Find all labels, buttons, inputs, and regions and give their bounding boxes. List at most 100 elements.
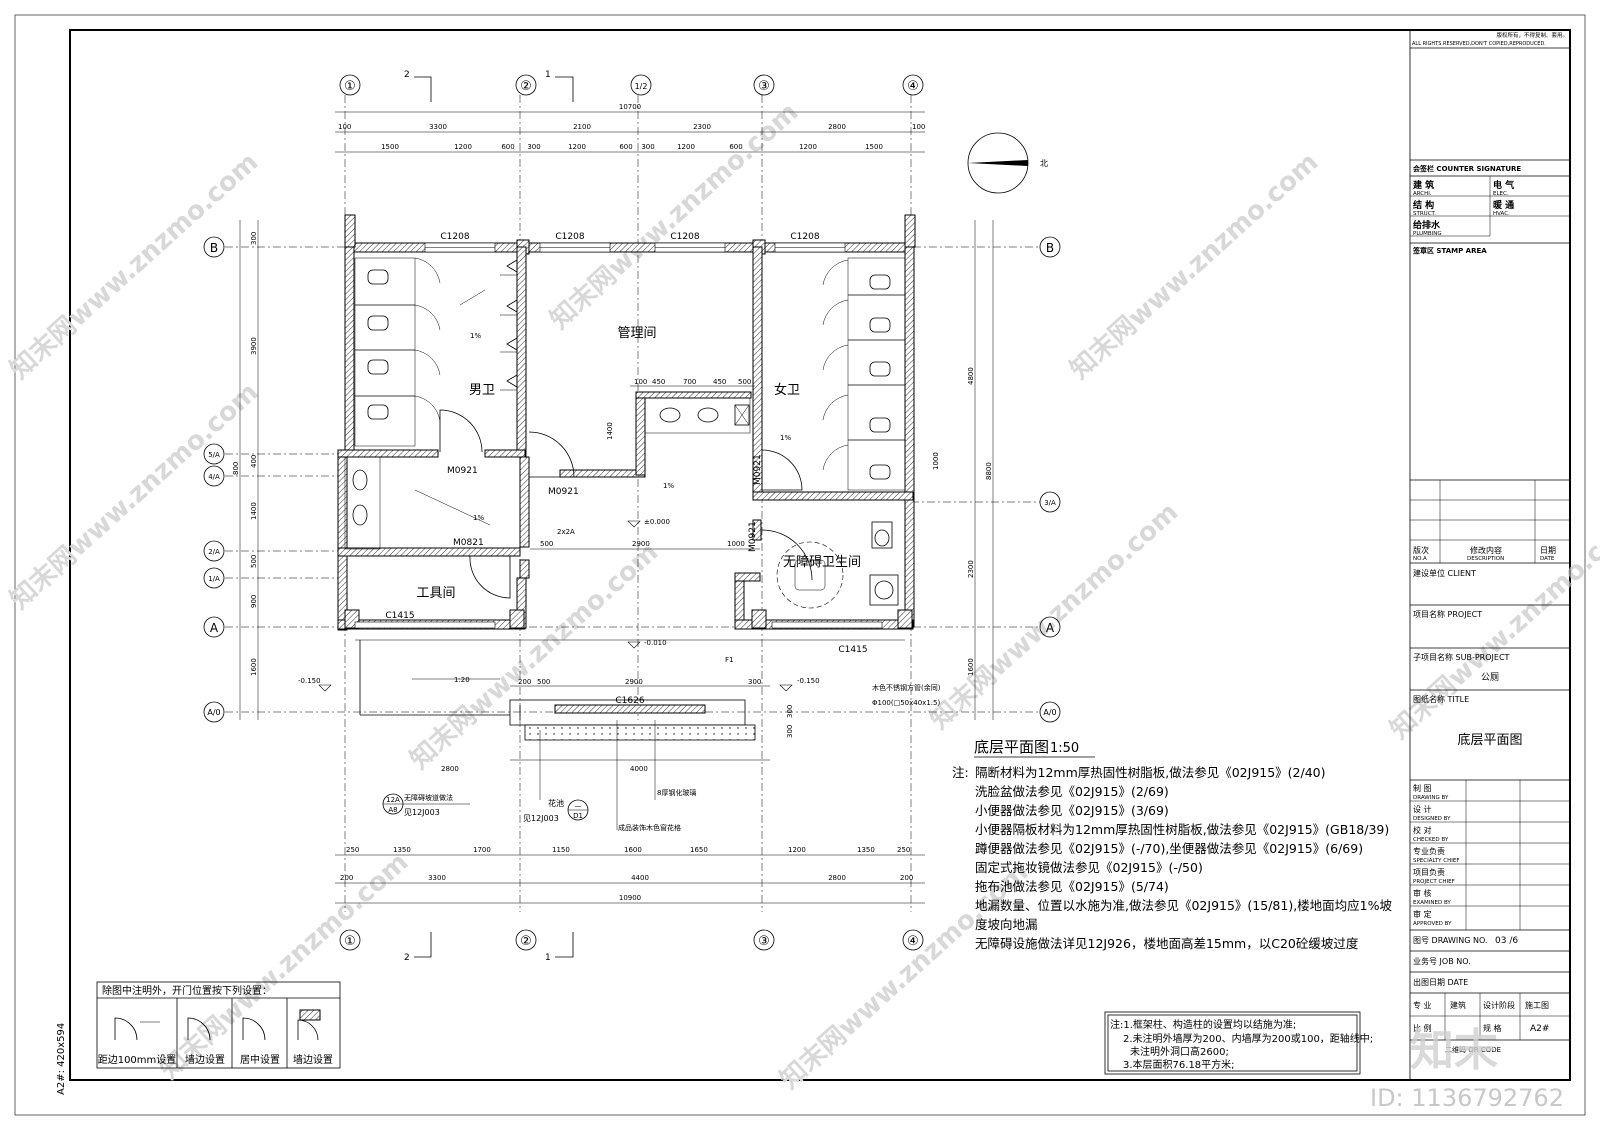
axis-label: ② bbox=[520, 934, 532, 949]
signer-en: EXAMINED BY bbox=[1413, 900, 1451, 906]
women-toilet-fixtures bbox=[761, 257, 906, 491]
dim: 1500 bbox=[865, 143, 883, 151]
dim: 2900 bbox=[632, 540, 650, 548]
dim: F1 bbox=[725, 656, 733, 664]
dimensions-left: 300 3900 800 400 1400 500 900 1600 bbox=[232, 220, 259, 720]
plan-title: 底层平面图 bbox=[974, 738, 1049, 756]
dim: 200 bbox=[340, 874, 353, 882]
signer-cn: 项目负责 bbox=[1413, 867, 1445, 877]
axis-label: B bbox=[210, 241, 218, 255]
note-line: 度坡向地漏 bbox=[975, 917, 1038, 932]
general-note: 未注明外洞口高2600; bbox=[1130, 1045, 1229, 1058]
column-bubbles-bottom: ① ② ③ ④ bbox=[339, 929, 924, 951]
note-line: 洗脸盆做法参见《02J915》(2/69) bbox=[975, 784, 1169, 799]
dim-total: 10700 bbox=[619, 103, 641, 111]
dim: 500 bbox=[250, 555, 258, 568]
signer-cn: 校 对 bbox=[1413, 825, 1432, 835]
brand-logo-text: 知末 bbox=[1410, 1025, 1498, 1076]
discipline-en: PLUMBING bbox=[1413, 231, 1442, 237]
revision-header-en: DESCRIPTION bbox=[1467, 556, 1504, 562]
note-line: 隔断材料为12mm厚热固性树脂板,做法参见《02J915》(2/40) bbox=[975, 765, 1326, 780]
dimensions-right: 4800 8800 1000 2300 1600 bbox=[932, 220, 994, 720]
dim: 1200 bbox=[788, 846, 806, 854]
revision-header-cn: 日期 bbox=[1540, 546, 1556, 555]
date-label: 出图日期 DATE bbox=[1413, 977, 1468, 987]
slope: 1:20 bbox=[454, 676, 470, 684]
stamp-area: 签章区 STAMP AREA bbox=[1412, 246, 1487, 255]
slope: 1% bbox=[473, 514, 484, 522]
sheet-size: A2#: 420x594 bbox=[56, 1023, 67, 1095]
dim: 1000 bbox=[727, 540, 745, 548]
plan-notes: 底层平面图 1:50 注: 隔断材料为12mm厚热固性树脂板,做法参见《02J9… bbox=[952, 738, 1393, 951]
room-label-management: 管理间 bbox=[617, 326, 656, 341]
drawing-no: 03 /6 bbox=[1495, 936, 1518, 946]
scale-label: 比 例 bbox=[1413, 1023, 1432, 1033]
window-tag: C1208 bbox=[555, 232, 584, 242]
format-value: A2# bbox=[1530, 1024, 1549, 1034]
callout-sheet: D1 bbox=[573, 812, 583, 820]
dim: 1500 bbox=[381, 143, 399, 151]
general-note: 3.本层面积76.18平方米; bbox=[1123, 1058, 1235, 1071]
elevation: -0.150 bbox=[298, 677, 321, 685]
client-label: 建设单位 CLIENT bbox=[1413, 568, 1476, 578]
dim: 1600 bbox=[250, 658, 258, 676]
copyright-cn: 版权所有，不得复制、套用。 bbox=[1496, 31, 1568, 39]
legend-item: 墙边设置 bbox=[293, 1053, 333, 1066]
discipline-cn: 暖 通 bbox=[1493, 199, 1514, 211]
north-arrow: 北 bbox=[967, 132, 1048, 194]
axis-label: A/0 bbox=[207, 708, 220, 717]
title-label: 图纸名称 TITLE bbox=[1413, 694, 1469, 704]
dim: 600 bbox=[729, 143, 742, 151]
dim: 300 bbox=[786, 725, 794, 738]
sub-project-value: 公厕 bbox=[1481, 672, 1499, 683]
dim: 900 bbox=[250, 595, 258, 608]
dim: 250 bbox=[897, 846, 910, 854]
note-line: 蹲便器做法参见《02J915》(-/70),坐便器做法参见《02J915》(6/… bbox=[975, 841, 1363, 856]
axis-label: ③ bbox=[758, 934, 770, 949]
drawing-no-label: 图号 DRAWING NO. bbox=[1413, 936, 1487, 945]
men-toilet-fixtures bbox=[344, 257, 518, 599]
dim: 1650 bbox=[690, 846, 708, 854]
axis-label: 1/2 bbox=[635, 82, 648, 91]
room-labels: 男卫 管理间 女卫 工具间 无障碍卫生间 bbox=[416, 326, 861, 601]
signer-en: SPECIALTY CHIEF bbox=[1413, 858, 1460, 864]
general-note: 注:1.框架柱、构造柱的设置均以结施为准; bbox=[1110, 1018, 1296, 1031]
plan-scale: 1:50 bbox=[1050, 741, 1079, 756]
axis-label: ④ bbox=[907, 79, 919, 94]
brand-watermark: 知末 ID: 1136792762 bbox=[1370, 1025, 1564, 1112]
discipline-value: 建筑 bbox=[1450, 1000, 1466, 1010]
north-label: 北 bbox=[1040, 159, 1048, 168]
note-line: 固定式拖妆镜做法参见《02J915》(-/50) bbox=[975, 860, 1203, 875]
image-id-text: ID: 1136792762 bbox=[1370, 1084, 1564, 1112]
qr-code-label: 二维码 QR CODE bbox=[1445, 1045, 1501, 1054]
dim: 400 bbox=[250, 455, 258, 468]
callout-sheet: A8 bbox=[388, 806, 397, 814]
signer-en: DESIGNED BY bbox=[1413, 816, 1451, 822]
section-mark: 2 bbox=[404, 70, 410, 80]
title-value: 底层平面图 bbox=[1457, 732, 1522, 748]
signer-cn: 设 计 bbox=[1413, 804, 1432, 814]
axis-label: A bbox=[210, 621, 219, 635]
column-bubbles-top: ① ② 1/2 ③ ④ bbox=[339, 74, 924, 96]
dim: 1200 bbox=[454, 143, 472, 151]
dim: 2800 bbox=[828, 874, 846, 882]
general-notes-box: 注:1.框架柱、构造柱的设置均以结施为准; 2.未注明外墙厚为200、内墙厚为2… bbox=[1104, 1011, 1373, 1075]
dim: 2300 bbox=[693, 123, 711, 131]
room-label-tools: 工具间 bbox=[416, 586, 455, 601]
counter-signature: 会签栏 COUNTER SIGNATURE bbox=[1413, 164, 1521, 173]
management-fixtures bbox=[528, 397, 751, 478]
dim: 1400 bbox=[250, 502, 258, 520]
dim: 800 bbox=[232, 462, 240, 475]
section-mark: 1 bbox=[545, 953, 551, 963]
dim: 3300 bbox=[428, 874, 446, 882]
axis-label: 5/A bbox=[208, 451, 220, 459]
dim: 100 bbox=[338, 123, 351, 131]
dim: 300 bbox=[250, 232, 258, 245]
dim: 1600 bbox=[624, 846, 642, 854]
signer-cn: 制 图 bbox=[1413, 783, 1432, 793]
dim: 2900 bbox=[625, 678, 643, 686]
dim: 450 bbox=[713, 378, 726, 386]
dim: 500 bbox=[738, 378, 751, 386]
watermark-text: 知末网www.znzmo.com bbox=[1065, 147, 1325, 385]
